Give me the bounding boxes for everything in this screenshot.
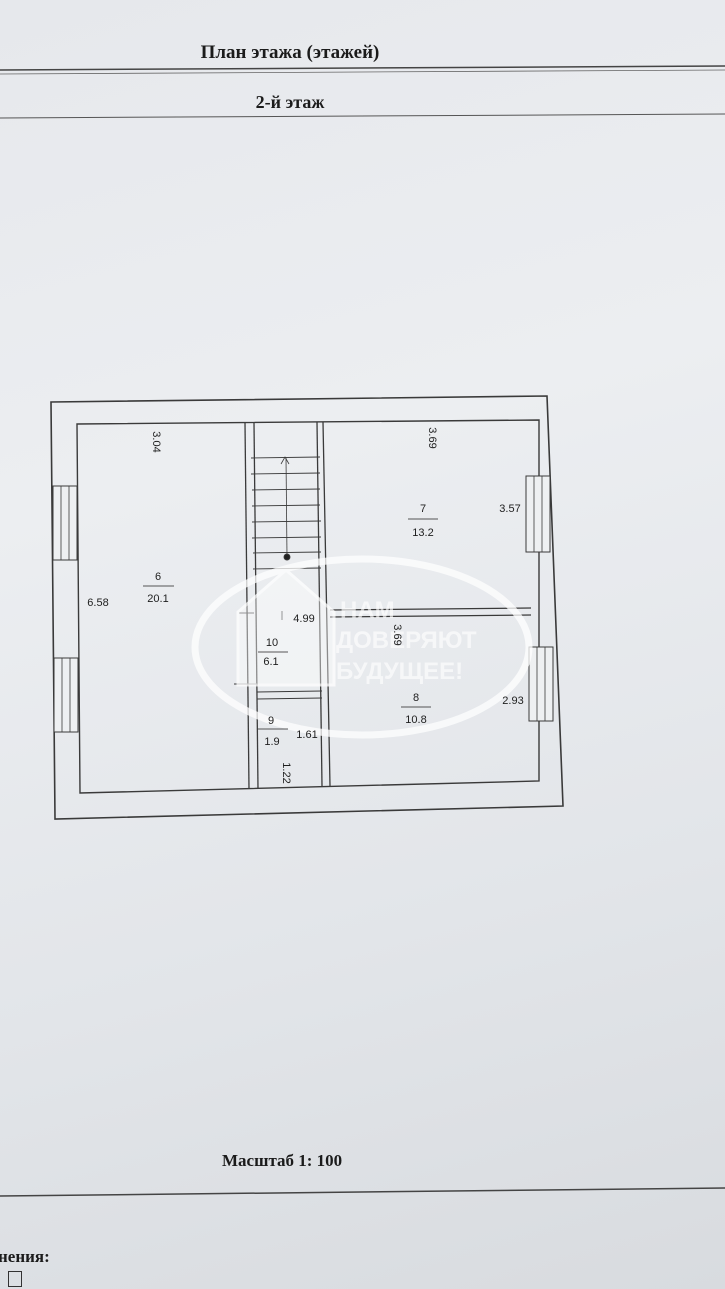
room-10-height-dim: 4.99 xyxy=(293,613,314,625)
watermark-line3: БУДУЩЕЕ! xyxy=(336,658,463,685)
room-6-length-dim: 3.04 xyxy=(150,431,162,452)
room-6-number: 6 xyxy=(155,571,161,583)
footer-partial-text: нения: xyxy=(0,1247,50,1266)
watermark-line2: ДОВЕРЯЮТ xyxy=(336,627,477,654)
floor-subtitle: 2-й этаж xyxy=(255,92,325,112)
window-left-upper xyxy=(52,485,78,561)
room-10-number: 10 xyxy=(266,637,278,649)
window-right-upper xyxy=(525,475,551,553)
header-rule-bottom xyxy=(0,113,725,119)
inner-wall-outline xyxy=(76,419,540,794)
room-8-length-dim: 3.69 xyxy=(391,624,403,645)
room-9-number: 9 xyxy=(268,715,274,727)
room-7-right-dim: 3.57 xyxy=(499,503,520,515)
staircase xyxy=(250,456,322,570)
room-8-area: 10.8 xyxy=(405,714,426,726)
window-left-lower xyxy=(53,657,79,733)
footer-checkbox xyxy=(8,1271,22,1287)
document-title: План этажа (этажей) xyxy=(200,42,380,63)
header-rule-top xyxy=(0,65,725,71)
footer-rule xyxy=(0,1187,725,1197)
room-6-width-dim: 6.58 xyxy=(87,597,108,609)
room-9-area: 1.9 xyxy=(264,736,279,748)
room-10-area: 6.1 xyxy=(263,656,278,668)
room-6-area: 20.1 xyxy=(147,593,168,605)
room-7-area: 13.2 xyxy=(412,527,433,539)
room-8-number: 8 xyxy=(413,692,419,704)
room-7-number: 7 xyxy=(420,503,426,515)
watermark-line1: НАМ xyxy=(340,597,395,624)
window-right-lower xyxy=(528,646,554,722)
room-9-height-dim: 1.22 xyxy=(280,762,292,783)
header-rule-top-thin xyxy=(0,69,725,75)
room-7-length-dim: 3.69 xyxy=(426,427,438,448)
watermark-logo: НАМ ДОВЕРЯЮТ БУДУЩЕЕ! xyxy=(191,555,533,739)
room-8-right-dim: 2.93 xyxy=(502,695,523,707)
scale-label: Масштаб 1: 100 xyxy=(222,1151,343,1170)
room-9-width-dim: 1.61 xyxy=(296,729,317,741)
